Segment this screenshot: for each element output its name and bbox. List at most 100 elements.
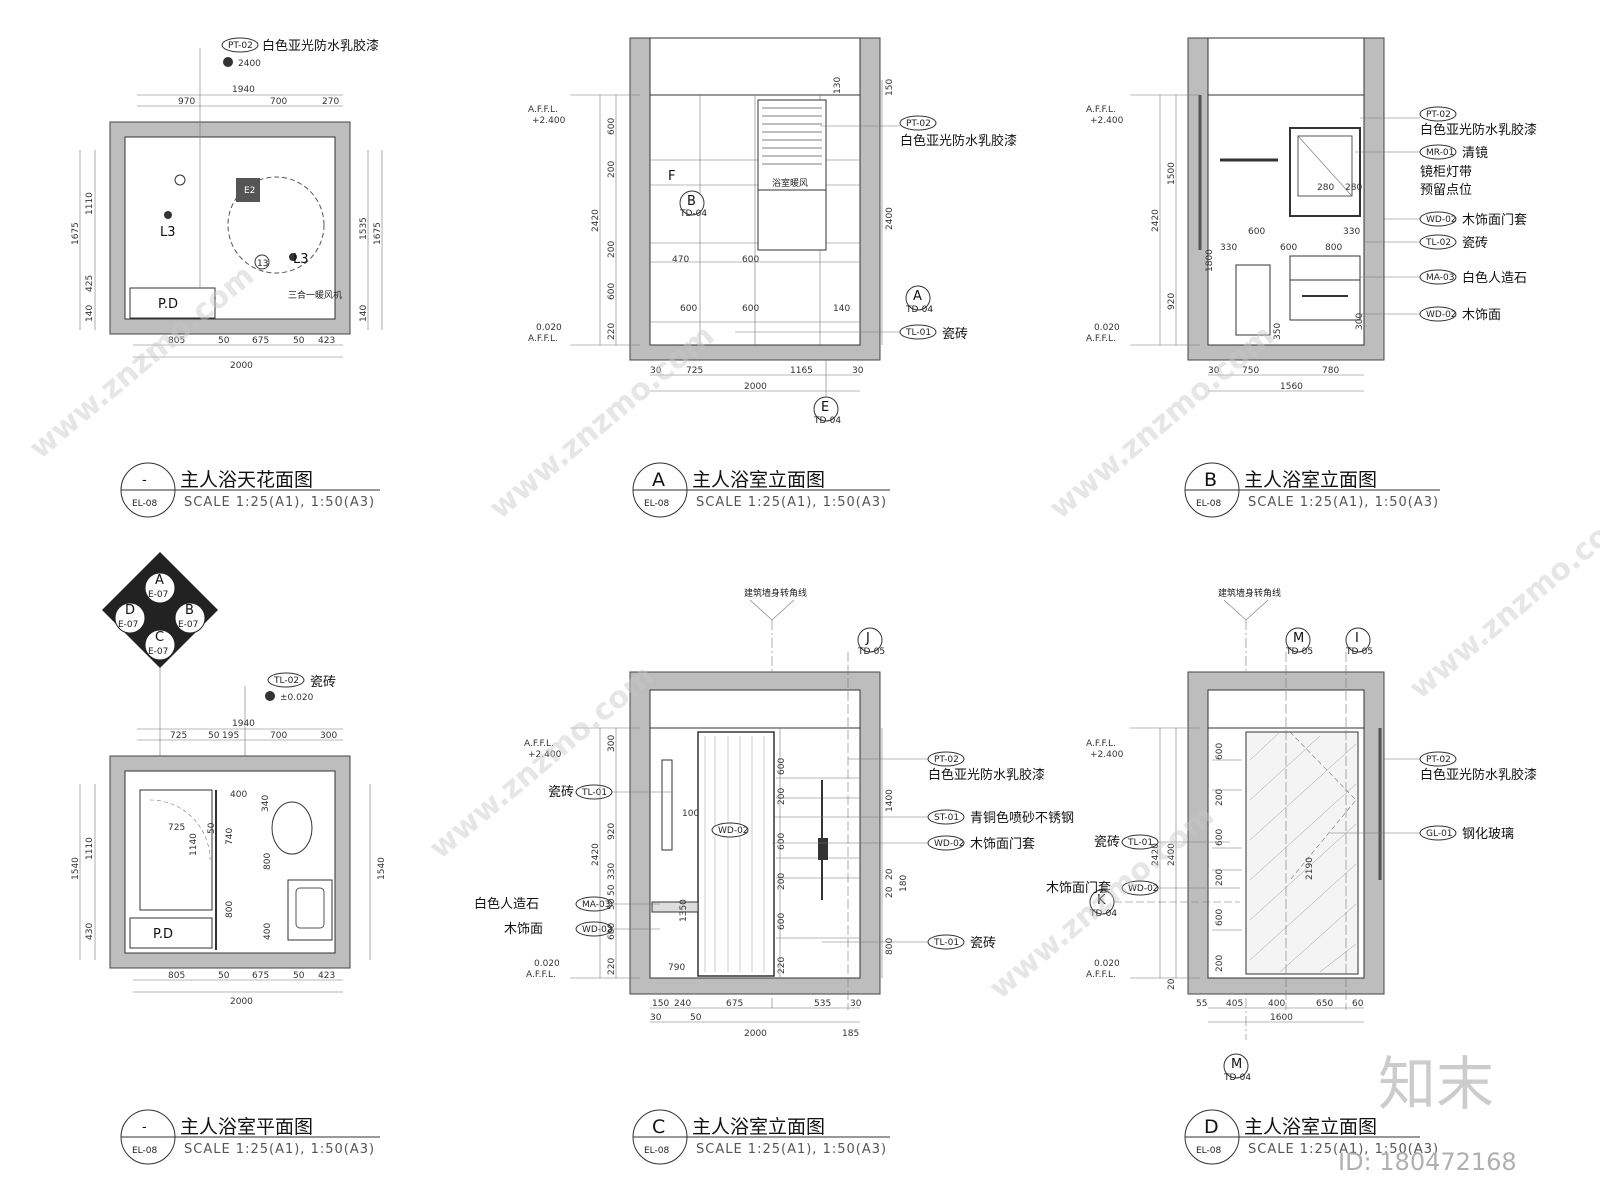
title-scale: SCALE 1:25(A1), 1:50(A3) — [184, 1142, 375, 1157]
door-leaf — [697, 731, 775, 977]
elev-b-affl-bottom-2: A.F.F.L. — [1086, 334, 1116, 344]
plan-top-total: 1940 — [232, 719, 255, 729]
elev-d-ref-m2-sheet: TD-04 — [1223, 1073, 1251, 1083]
ceiling-left-total: 1675 — [71, 222, 81, 245]
elevation-d: 建筑墙身转角线 600 200 600 200 600 200 2190 M T… — [1046, 587, 1537, 1083]
elev-d-affl-bottom-2: A.F.F.L. — [1086, 970, 1116, 980]
title-text: 主人浴室立面图 — [1244, 469, 1377, 491]
elev-d-ref-i: I — [1355, 631, 1359, 646]
ref-m2-circle — [1223, 1053, 1249, 1079]
elev-c-right-dim-4: 800 — [885, 938, 895, 955]
title-elev-d: D EL-08 主人浴室立面图 SCALE 1:25(A1), 1:50(A3) — [1184, 1109, 1438, 1165]
elev-b-mid-300: 300 — [1355, 313, 1365, 330]
ceiling-13-circle — [254, 254, 270, 270]
elev-a-marker-f: F — [668, 169, 675, 184]
ref-i-circle — [1345, 627, 1371, 653]
elev-c-mid-9: 790 — [668, 963, 685, 973]
ref-a-circle — [905, 285, 931, 311]
elev-d-affl-bottom-1: 0.020 — [1094, 959, 1120, 969]
plan-bottom-total: 2000 — [230, 997, 253, 1007]
plan-left-total: 1540 — [71, 857, 81, 880]
elev-a-left-dim-3: 200 — [607, 241, 617, 258]
elev-d-bottom-total: 1600 — [1270, 1013, 1293, 1023]
elev-a-ceiling-void — [649, 37, 861, 96]
elev-a-right-dim-1: 150 — [885, 79, 895, 96]
compass-a — [144, 572, 176, 604]
ceiling-top-total: 1940 — [232, 85, 255, 95]
elev-b-extra-left: 1800 — [1205, 249, 1215, 272]
elev-d-top-note: 建筑墙身转角线 — [1218, 587, 1281, 599]
elev-b-callout-2-tag: MR-01 — [1426, 148, 1454, 158]
glass-hatch — [1249, 731, 1357, 973]
watermark-logo: 知末 — [1378, 1050, 1494, 1118]
elev-b-mid-4: 330 — [1343, 227, 1360, 237]
plan-top-dim-5: 300 — [320, 731, 337, 741]
basin-bowl — [295, 887, 325, 929]
title-symbol: B — [1204, 469, 1217, 491]
elev-c-left-total: 2420 — [591, 843, 601, 866]
elev-b-mid-280a: 280 — [1317, 183, 1334, 193]
elev-d-mid-4: 200 — [1215, 869, 1225, 886]
plan-bottom-dim-1: 805 — [168, 971, 185, 981]
elev-b-mid-5: 800 — [1325, 243, 1342, 253]
elev-a-left-total: 2420 — [591, 209, 601, 232]
mirror-diag — [1297, 135, 1353, 197]
elev-c-bottom-dim-1: 150 — [652, 999, 669, 1009]
elev-c-right-dim-3: 20 — [885, 886, 895, 898]
elev-b-callout-1-tag: PT-02 — [1426, 110, 1451, 120]
tag-bubble — [899, 115, 937, 131]
niche-icon — [661, 759, 673, 851]
ceiling-lamp-circle — [227, 176, 325, 274]
plan-inner-1: 400 — [230, 790, 247, 800]
elev-c-right-dim-2: 20 — [885, 868, 895, 880]
vanity-cabinet — [1289, 279, 1361, 321]
towel-rack-icon — [757, 99, 827, 191]
elev-d-affl-top-2: +2.400 — [1090, 750, 1124, 760]
ceiling-label-13: 13 — [257, 259, 268, 269]
elev-c-bottom-dim-4: 535 — [814, 999, 831, 1009]
elev-a-ref-a-sheet: TD-04 — [905, 305, 933, 315]
pd-box — [129, 287, 216, 319]
title-scale: SCALE 1:25(A1), 1:50(A3) — [184, 495, 375, 510]
tag-bubble — [711, 822, 749, 838]
elev-c-right-2-text: 青铜色喷砂不锈钢 — [970, 810, 1074, 826]
ceiling-height: 2400 — [238, 59, 261, 69]
elev-a-bottom-dim-4: 30 — [852, 366, 864, 376]
door-grain — [704, 736, 765, 972]
elev-a-ref-b: B — [687, 194, 696, 209]
elev-b-callout-7-text: 白色人造石 — [1462, 270, 1527, 286]
title-elev-c: C EL-08 主人浴室立面图 SCALE 1:25(A1), 1:50(A3) — [632, 1109, 890, 1165]
elev-a-mid-dim-4: 600 — [742, 304, 759, 314]
elev-b-mid-280b: 280 — [1345, 183, 1362, 193]
ceiling-bottom-dim-2: 50 — [218, 336, 230, 346]
stone-shelf — [651, 901, 699, 913]
elev-b-callouts: PT-02 白色亚光防水乳胶漆 MR-01 清镜 镜柜灯带 预留点位 WD-02… — [1355, 106, 1537, 323]
compass-d-sheet: E-07 — [118, 620, 138, 630]
plan-tl-tag: TL-02 — [273, 676, 299, 686]
elev-c-left-3-tag: WD-02 — [582, 925, 613, 935]
compass-c-letter: C — [155, 630, 164, 645]
elev-c-mid-5: 600 — [777, 913, 787, 930]
elev-a-ref-e: E — [821, 400, 829, 415]
title-sheet: EL-08 — [1196, 1146, 1222, 1156]
elev-d-left-1-tag: TL-01 — [1127, 838, 1153, 848]
watermark-text: www.znzmo.com — [1403, 498, 1600, 706]
elev-c-ceiling-void — [649, 689, 861, 729]
plan-right-total: 1540 — [377, 857, 387, 880]
ref-j-circle — [857, 627, 883, 653]
corner-marker — [1223, 599, 1269, 621]
pd-label: P.D — [158, 297, 178, 312]
floor-plan: A E-07 D E-07 B E-07 C E-07 TL-02 瓷砖 ±0.… — [71, 552, 387, 1007]
tag-bubble — [899, 324, 937, 340]
elev-b-mid-350: 350 — [1273, 323, 1283, 340]
plan-bottom-dim-4: 50 — [293, 971, 305, 981]
elev-c-mid-3: 600 — [777, 833, 787, 850]
elev-d-affl-top-1: A.F.F.L. — [1086, 739, 1116, 749]
elev-d-bottom-dim-3: 400 — [1268, 999, 1285, 1009]
title-sheet: EL-08 — [132, 499, 158, 509]
title-text: 主人浴室平面图 — [180, 1116, 313, 1138]
toilet-icon — [271, 801, 313, 855]
elev-b-left-dim-1: 1500 — [1167, 162, 1177, 185]
elev-d-right-2-text: 钢化玻璃 — [1462, 827, 1514, 842]
plan-top-dim-4: 700 — [270, 731, 287, 741]
